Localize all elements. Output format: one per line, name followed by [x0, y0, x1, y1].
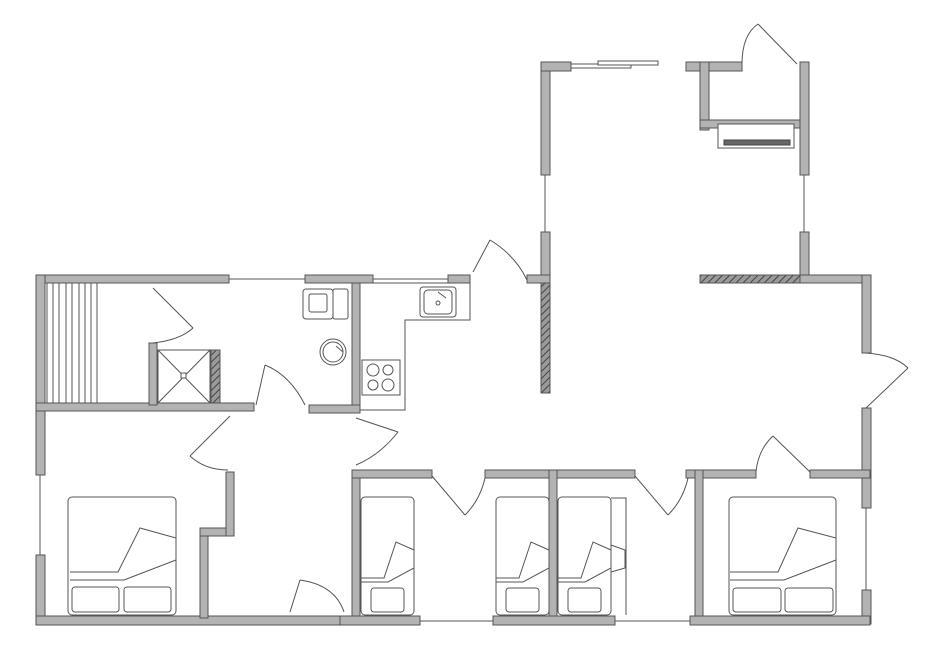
bedroom-2-door[interactable]	[431, 475, 486, 516]
kitchen	[360, 282, 471, 411]
bedroom-1-door[interactable]	[189, 415, 231, 471]
bathroom-door[interactable]	[255, 364, 306, 406]
sauna-room	[35, 274, 255, 476]
kitchen-sink	[419, 286, 457, 318]
bed-3	[495, 496, 550, 616]
east-door[interactable]	[865, 352, 909, 409]
vestibule-door[interactable]	[741, 23, 798, 65]
bathroom	[302, 282, 361, 414]
bed-4	[557, 496, 627, 616]
closet	[717, 123, 795, 149]
shower	[157, 349, 221, 404]
bedroom-1	[35, 415, 349, 626]
living-area	[526, 60, 659, 394]
bed-2	[360, 496, 415, 616]
sauna-door[interactable]	[152, 287, 194, 344]
bed-5	[728, 496, 837, 616]
hall-door[interactable]	[355, 417, 399, 466]
fireplace	[699, 274, 801, 284]
bedroom-4-door[interactable]	[634, 475, 689, 516]
south-door[interactable]	[289, 579, 345, 613]
bedroom-5-door[interactable]	[755, 435, 811, 473]
sliding-door[interactable]	[570, 60, 659, 69]
toilet	[302, 288, 349, 320]
sauna-bench	[46, 283, 98, 403]
vestibule	[685, 23, 810, 283]
cooktop	[361, 359, 401, 396]
bed-1	[67, 496, 177, 616]
washbasin	[319, 338, 347, 366]
entrance-door[interactable]	[472, 239, 528, 281]
